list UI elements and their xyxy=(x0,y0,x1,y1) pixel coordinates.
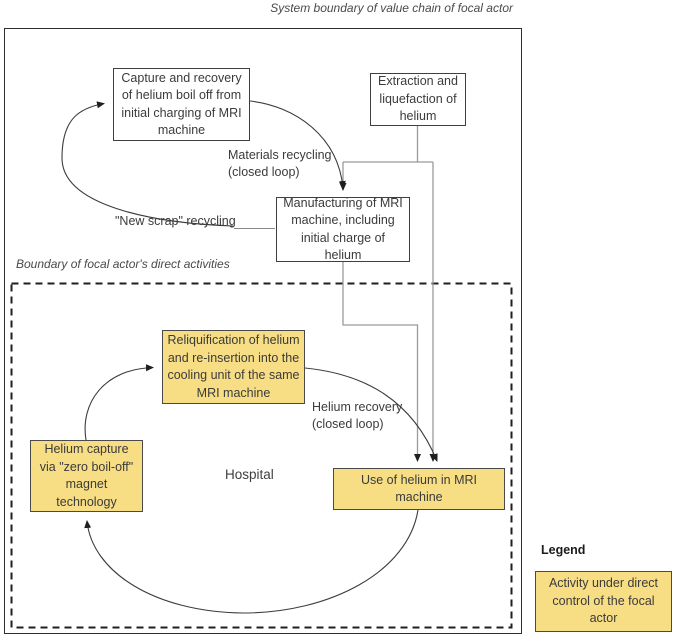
label-materials-recycling: Materials recycling (closed loop) xyxy=(228,148,332,179)
direct-activities-boundary-label: Boundary of focal actor's direct activit… xyxy=(16,257,230,271)
node-use-helium: Use of helium in MRI machine xyxy=(333,468,505,510)
legend-activity-label: Activity under direct control of the foc… xyxy=(548,576,659,626)
node-reliquification-label: Reliquification of helium and re-inserti… xyxy=(167,333,300,400)
system-boundary-title: System boundary of value chain of focal … xyxy=(270,1,513,15)
node-helium-capture: Helium capture via "zero boil-off" magne… xyxy=(30,440,143,512)
system-boundary-rect xyxy=(4,28,522,634)
node-capture-recovery-label: Capture and recovery of helium boil off … xyxy=(121,70,242,138)
node-manufacturing: Manufacturing of MRI machine, including … xyxy=(276,195,410,263)
label-helium-recovery: Helium recovery (closed loop) xyxy=(312,400,403,431)
node-manufacturing-label: Manufacturing of MRI machine, including … xyxy=(283,195,403,263)
node-capture-recovery: Capture and recovery of helium boil off … xyxy=(113,68,250,141)
label-hospital: Hospital xyxy=(225,467,274,482)
legend-title: Legend xyxy=(541,543,586,557)
node-reliquification: Reliquification of helium and re-inserti… xyxy=(162,330,305,404)
node-helium-capture-label: Helium capture via "zero boil-off" magne… xyxy=(39,442,134,509)
legend-activity-box: Activity under direct control of the foc… xyxy=(535,571,672,632)
node-use-helium-label: Use of helium in MRI machine xyxy=(360,472,477,505)
node-extraction-label: Extraction and liquefaction of helium xyxy=(378,74,458,124)
label-new-scrap-recycling: "New scrap" recycling xyxy=(115,214,236,228)
node-extraction: Extraction and liquefaction of helium xyxy=(370,73,466,126)
